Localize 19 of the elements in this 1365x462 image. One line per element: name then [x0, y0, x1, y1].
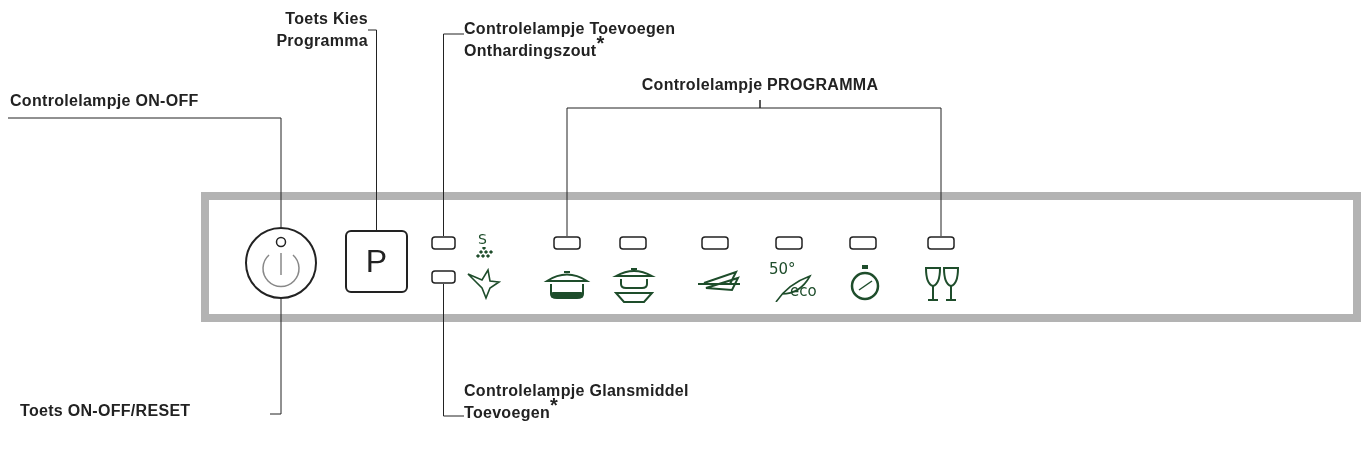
program-button: P — [345, 230, 408, 293]
leader-line — [443, 33, 465, 237]
leader-line — [367, 29, 377, 231]
icon-text: S — [478, 232, 487, 246]
leader-line — [759, 99, 942, 237]
callout-label: Controlelampje PROGRAMMA — [600, 74, 920, 96]
indicator-lamp — [927, 236, 955, 250]
icon-text: 50° — [769, 262, 796, 277]
callout-label: Toets Kies Programma — [190, 8, 368, 52]
power-button — [245, 227, 317, 299]
callout-label: Toets ON-OFF/RESET — [20, 400, 270, 422]
leader-line — [7, 117, 282, 228]
leader-line — [443, 283, 465, 417]
icon-text: eco — [790, 284, 817, 299]
indicator-lamp — [431, 236, 456, 250]
callout-label: Controlelampje ON-OFF — [10, 90, 260, 112]
indicator-lamp — [431, 270, 456, 284]
indicator-lamp — [553, 236, 581, 250]
leader-line — [269, 298, 282, 415]
